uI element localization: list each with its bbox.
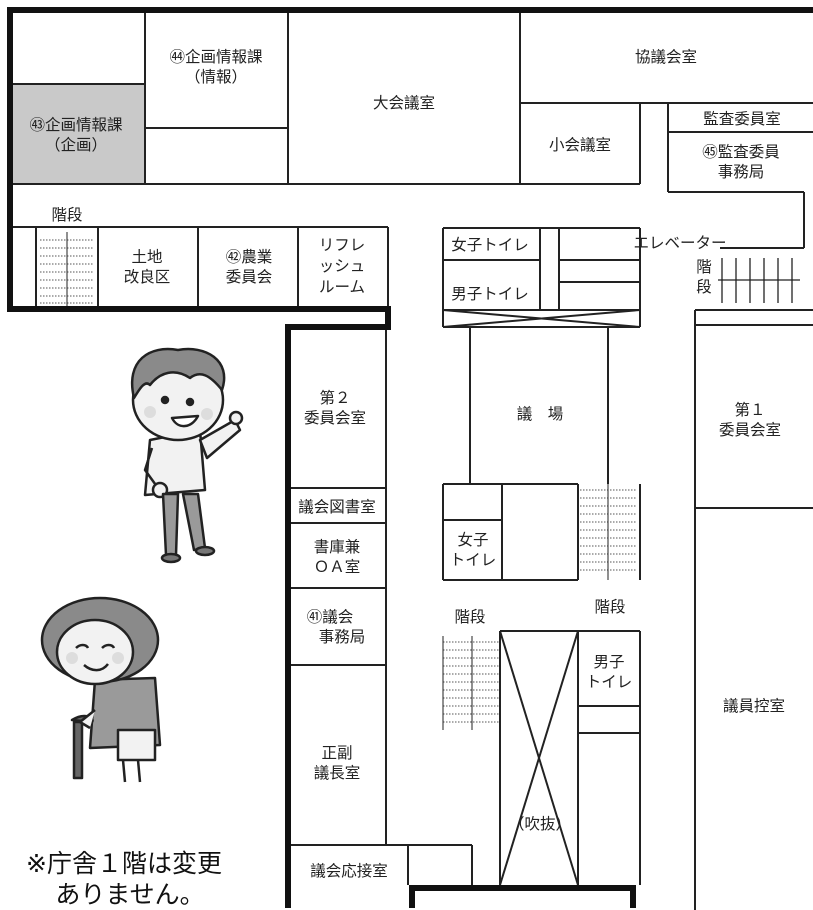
stairs-label-a: 階段 <box>454 608 485 626</box>
grandma-illustration <box>40 596 162 783</box>
note-line-1: ※庁舎１階は変更 <box>26 849 222 878</box>
exterior-walls <box>7 7 813 908</box>
committee-room-1: 第１委員会室 <box>719 401 781 439</box>
stairs-label-west: 階段 <box>51 206 82 224</box>
elevator-label: エレベーター <box>633 234 726 252</box>
council-room: 協議会室 <box>635 48 697 66</box>
wall-lines <box>10 10 813 910</box>
room-44: ㊹企画情報課（情報） <box>169 48 263 86</box>
council-library: 議会図書室 <box>298 498 376 516</box>
stair-stringers <box>66 232 609 730</box>
room-42: ㊷農業委員会 <box>226 248 273 286</box>
audit-committee-room: 監査委員室 <box>703 110 781 128</box>
main-conference-room: 大会議室 <box>373 94 435 112</box>
committee-room-2: 第２委員会室 <box>304 389 366 427</box>
land-improvement-district: 土地改良区 <box>124 248 171 286</box>
room-45: ㊺監査委員事務局 <box>702 143 780 181</box>
men-toilet: 男子トイレ <box>586 653 633 691</box>
room-43: ㊸企画情報課（企画） <box>29 116 123 154</box>
note: ※庁舎１階は変更 ありません。 <box>26 849 222 909</box>
speaker-room: 正副議長室 <box>314 744 361 782</box>
room-41: ㊶議会事務局 <box>307 608 366 646</box>
women-toilet: 女子トイレ <box>450 530 497 569</box>
men-toilet-upper: 男子トイレ <box>451 285 529 303</box>
assembly-hall: 議 場 <box>517 405 564 423</box>
stairs-east-label: 階段 <box>696 258 712 296</box>
refresh-room: リフレッシュルーム <box>319 236 366 296</box>
council-reception-room: 議会応接室 <box>310 862 388 880</box>
stairs-east <box>718 258 800 303</box>
man-illustration <box>131 347 244 564</box>
small-conference-room: 小会議室 <box>549 136 611 154</box>
women-toilet-upper: 女子トイレ <box>451 235 529 254</box>
note-line-2: ありません。 <box>55 880 204 909</box>
stairs-label-b: 階段 <box>594 598 625 616</box>
archive-oa-room: 書庫兼ＯＡ室 <box>314 538 361 576</box>
atrium: （吹抜） <box>509 815 571 833</box>
members-waiting-room: 議員控室 <box>723 697 785 715</box>
highlight-room-43 <box>10 84 145 184</box>
room-labels: ㊹企画情報課（情報） ㊸企画情報課（企画） 大会議室 協議会室 小会議室 監査委… <box>29 48 785 880</box>
